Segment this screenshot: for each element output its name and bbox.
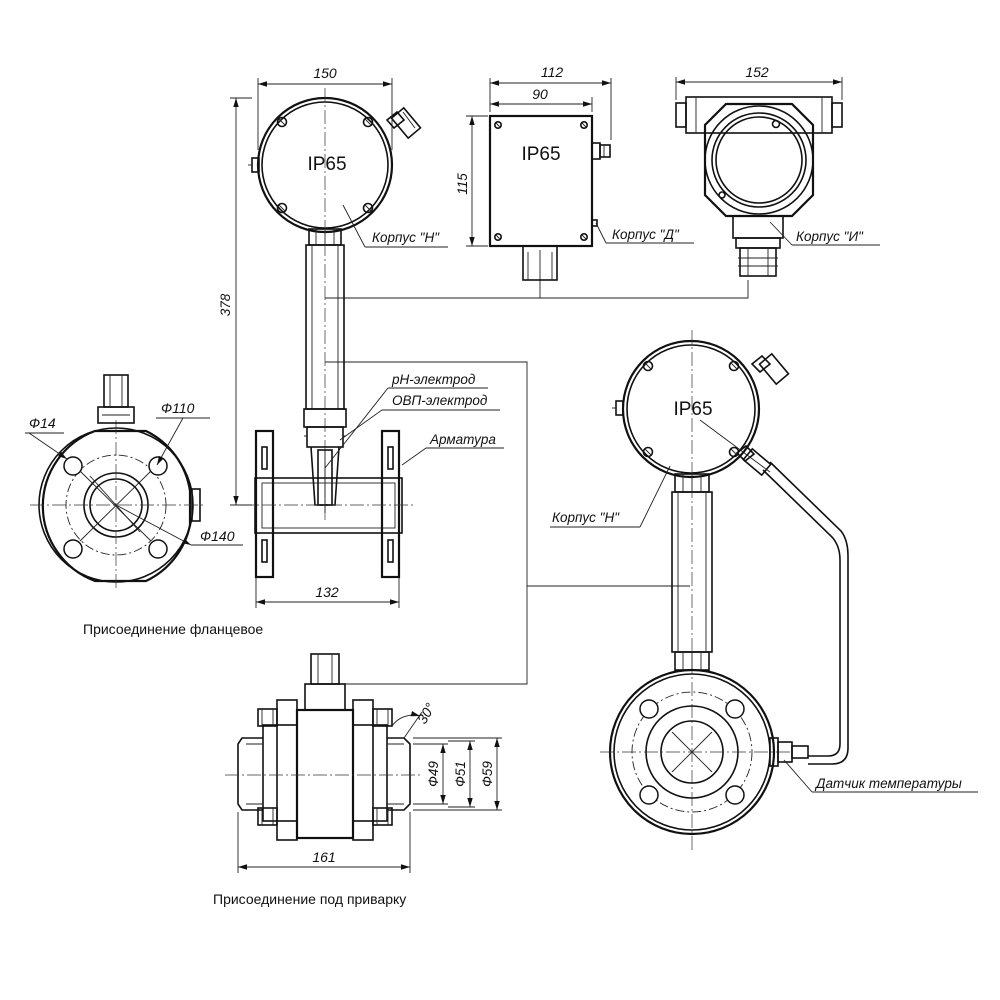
dimension-d140: Ф140 bbox=[115, 504, 243, 546]
housing-screw-icon bbox=[276, 116, 374, 214]
svg-text:IP65: IP65 bbox=[673, 399, 712, 420]
svg-text:Ф51: Ф51 bbox=[453, 761, 468, 787]
dimension-90: 90 bbox=[490, 86, 593, 112]
svg-text:Ф14: Ф14 bbox=[29, 415, 56, 431]
svg-text:90: 90 bbox=[532, 86, 548, 102]
dimension-378: 378 bbox=[218, 97, 252, 506]
leader-housing-n: Корпус "Н" bbox=[342, 204, 448, 248]
dimension-d14: Ф14 bbox=[25, 415, 68, 460]
svg-text:Ф59: Ф59 bbox=[480, 761, 495, 787]
dimension-150: 150 bbox=[257, 65, 393, 150]
dimension-152: 152 bbox=[675, 64, 843, 100]
weld-connection-caption: Присоединение под приварку bbox=[213, 891, 406, 907]
leader-ph-electrode: pH-электрод bbox=[324, 372, 488, 469]
svg-text:ОВП-электрод: ОВП-электрод bbox=[392, 393, 488, 408]
svg-text:Корпус "Н": Корпус "Н" bbox=[372, 230, 440, 245]
dimension-d49: Ф49 bbox=[413, 743, 448, 805]
svg-text:150: 150 bbox=[313, 65, 337, 81]
svg-text:378: 378 bbox=[218, 293, 233, 316]
svg-text:pH-электрод: pH-электрод bbox=[391, 372, 476, 387]
dimension-161: 161 bbox=[237, 812, 411, 873]
dimension-132: 132 bbox=[255, 578, 400, 608]
svg-text:Корпус "И": Корпус "И" bbox=[796, 229, 864, 244]
svg-text:115: 115 bbox=[455, 173, 470, 195]
svg-text:Корпус "Д": Корпус "Д" bbox=[612, 227, 680, 242]
dimension-angle-30: 30° bbox=[391, 700, 439, 739]
housing-n-assembly-view: IP65 bbox=[600, 330, 849, 850]
housing-d-view: IP65 bbox=[488, 114, 611, 281]
housing-n-front-view: IP65 bbox=[248, 88, 422, 520]
dimension-d51: Ф51 bbox=[448, 740, 475, 808]
svg-text:112: 112 bbox=[541, 64, 564, 80]
ip-rating-label: IP65 bbox=[307, 154, 346, 175]
svg-text:Ф49: Ф49 bbox=[426, 761, 441, 787]
leader-fitting: Арматура bbox=[401, 432, 504, 466]
svg-text:Корпус "Н": Корпус "Н" bbox=[552, 510, 620, 525]
flange-end-view bbox=[30, 374, 205, 590]
leader-orp-electrode: ОВП-электрод bbox=[339, 393, 500, 441]
svg-text:152: 152 bbox=[745, 64, 769, 80]
leader-housing-n-2: Корпус "Н" bbox=[550, 465, 671, 528]
housing-i-view bbox=[675, 96, 843, 277]
dimension-112: 112 bbox=[489, 64, 612, 140]
svg-text:Ф110: Ф110 bbox=[161, 400, 195, 416]
svg-text:30°: 30° bbox=[414, 700, 439, 727]
flanged-pipe-body bbox=[240, 429, 415, 579]
svg-text:132: 132 bbox=[315, 584, 339, 600]
svg-text:IP65: IP65 bbox=[521, 144, 560, 165]
leader-housing-i: Корпус "И" bbox=[769, 221, 880, 246]
dimension-115: 115 bbox=[455, 115, 488, 247]
svg-text:161: 161 bbox=[312, 849, 335, 865]
connector-lines bbox=[325, 250, 749, 685]
leader-temp-sensor: Датчик температуры bbox=[783, 759, 978, 793]
flange-connection-caption: Присоединение фланцевое bbox=[83, 621, 263, 637]
leader-housing-d: Корпус "Д" bbox=[595, 222, 694, 244]
dimension-d59: Ф59 bbox=[413, 737, 502, 811]
svg-text:Ф140: Ф140 bbox=[200, 528, 235, 544]
weld-connection-view bbox=[225, 653, 420, 841]
dimension-d110: Ф110 bbox=[156, 400, 210, 466]
svg-text:Арматура: Арматура bbox=[429, 432, 496, 447]
svg-text:Датчик температуры: Датчик температуры bbox=[814, 776, 962, 791]
